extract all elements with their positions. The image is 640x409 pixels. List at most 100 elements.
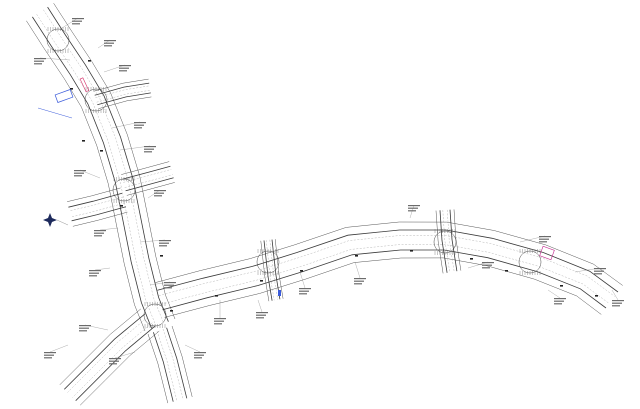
west-branch-edge-left xyxy=(68,192,123,208)
east-cross-street-sidewalk-left xyxy=(435,210,444,274)
north-corridor-sidewalk-left xyxy=(26,20,146,332)
callout-text-line xyxy=(214,320,224,322)
callout-25 xyxy=(611,289,624,307)
callout-text-line xyxy=(109,358,121,360)
plan-marker xyxy=(170,310,173,312)
southwest-branch-lane-b xyxy=(72,322,153,398)
north-arrow-star xyxy=(43,213,57,227)
main-corridor-sidewalk-left xyxy=(164,257,602,318)
callout-10 xyxy=(139,239,171,247)
callout-text-line xyxy=(34,58,46,60)
plan-marker xyxy=(120,205,123,207)
north-corridor-lane-b xyxy=(43,9,164,324)
callout-text-line xyxy=(74,170,86,172)
callout-text-line xyxy=(72,20,82,22)
main-corridor-edge-left xyxy=(162,249,607,311)
callout-text-line xyxy=(89,275,97,277)
callout-text-line xyxy=(144,146,156,148)
callout-text-line xyxy=(194,354,204,356)
callout-text-line xyxy=(134,124,144,126)
callout-text-line xyxy=(44,352,56,354)
west-branch xyxy=(67,187,128,227)
southwest-branch-edge-left xyxy=(64,313,146,390)
callout-text-line xyxy=(44,357,52,359)
callout-text-line xyxy=(159,242,169,244)
callout-leader xyxy=(184,344,201,353)
main-corridor-lane-b xyxy=(158,235,615,297)
callout-text-line xyxy=(144,151,152,153)
intersection-5 xyxy=(84,87,108,113)
callout-text-line xyxy=(159,240,171,242)
road-network xyxy=(26,3,623,406)
mid-cross-street-lane-a xyxy=(266,240,275,301)
callout-20 xyxy=(408,204,420,219)
callout-text-line xyxy=(134,122,146,124)
callout-text-line xyxy=(72,18,84,20)
callout-text-line xyxy=(408,205,420,207)
magenta-highlight-box xyxy=(539,245,555,261)
callout-text-line xyxy=(612,302,622,304)
north-corridor xyxy=(26,3,176,332)
callout-text-line xyxy=(119,65,131,67)
callout-text-line xyxy=(594,270,604,272)
callout-text-line xyxy=(119,70,127,72)
plan-marker xyxy=(88,60,91,62)
plan-marker xyxy=(355,255,358,257)
callout-text-line xyxy=(44,354,54,356)
west-branch-edge-right xyxy=(71,206,127,222)
blue-highlight-box xyxy=(54,89,74,103)
north-arrow-icon xyxy=(43,213,69,227)
callout-4 xyxy=(103,64,131,73)
callout-text-line xyxy=(134,127,142,129)
callout-text-line xyxy=(354,283,362,285)
upper-east-spur-sidewalk-left xyxy=(98,96,152,109)
intersection-outline xyxy=(84,88,108,112)
callout-12 xyxy=(149,281,176,289)
callout-text-line xyxy=(256,314,266,316)
callout-text-line xyxy=(554,300,564,302)
callout-6 xyxy=(119,145,156,153)
east-spur-edge-left xyxy=(125,177,174,192)
callout-19 xyxy=(354,261,366,285)
south-branch-lane-a xyxy=(156,330,178,401)
callout-text-line xyxy=(79,327,89,329)
callout-leader xyxy=(114,351,136,359)
callout-23 xyxy=(547,289,566,305)
plan-marker xyxy=(82,140,85,142)
south-branch-edge-left xyxy=(153,332,174,402)
east-cross-street xyxy=(435,209,462,274)
callout-text-line xyxy=(299,288,311,290)
callout-17 xyxy=(256,299,268,319)
east-spur xyxy=(121,161,175,196)
callout-text-line xyxy=(164,284,174,286)
west-branch-lane-b xyxy=(70,202,125,218)
north-corridor-lane-a xyxy=(36,14,157,327)
callout-9 xyxy=(94,227,119,237)
callout-8 xyxy=(147,189,166,199)
callout-text-line xyxy=(94,230,106,232)
upper-east-spur-lane-a xyxy=(96,90,151,103)
east-spur-sidewalk-right xyxy=(121,161,170,175)
intersection-7 xyxy=(518,249,542,275)
intersection-outline xyxy=(46,28,70,52)
callout-text-line xyxy=(74,172,84,174)
callout-16 xyxy=(214,300,226,325)
callout-text-line xyxy=(539,236,551,238)
callout-text-line xyxy=(299,290,309,292)
callout-text-line xyxy=(482,264,492,266)
plan-marker xyxy=(505,270,508,272)
blue-marker xyxy=(278,290,281,296)
callout-text-line xyxy=(194,357,202,359)
callout-leader xyxy=(94,267,111,271)
callout-leader xyxy=(61,17,79,29)
callout-text-line xyxy=(72,23,80,25)
plan-marker xyxy=(70,88,73,90)
callout-text-line xyxy=(154,190,166,192)
east-spur-edge-right xyxy=(122,165,171,180)
southwest-branch-lane-a xyxy=(67,317,148,393)
callout-leader xyxy=(49,344,69,353)
intersection-3 xyxy=(433,229,457,255)
callout-text-line xyxy=(256,312,268,314)
south-branch-edge-right xyxy=(166,327,188,399)
callout-text-line xyxy=(94,232,104,234)
